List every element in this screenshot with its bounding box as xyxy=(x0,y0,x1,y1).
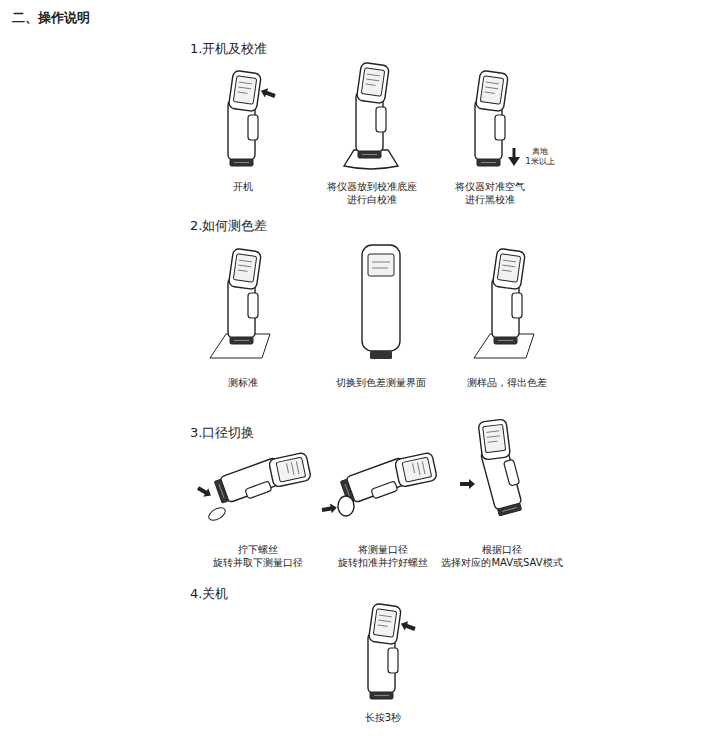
illustration-part xyxy=(214,447,315,511)
illustration-part xyxy=(362,245,400,351)
illustration-part xyxy=(259,86,277,101)
illustration-part xyxy=(196,484,214,500)
illustration-part xyxy=(399,619,417,634)
illustration-part xyxy=(340,447,441,511)
step-caption: 将测量口径 旋转扣准并拧好螺丝 xyxy=(327,543,439,569)
illustration-part xyxy=(228,70,261,166)
device-power-off xyxy=(368,603,417,699)
illustration-part xyxy=(370,351,392,359)
illustration-part xyxy=(340,447,441,511)
section-heading: 1.开机及校准 xyxy=(190,41,267,58)
step-caption: 将仪器对准空气 进行黑校准 xyxy=(449,180,531,206)
illustration-part xyxy=(214,447,315,511)
illustration-part xyxy=(473,415,530,516)
device-fit-aperture xyxy=(321,447,441,516)
device-select-mode xyxy=(460,415,530,516)
illustration-part xyxy=(338,496,354,516)
illustration-part xyxy=(368,603,401,699)
page-heading: 二、操作说明 xyxy=(12,10,90,27)
illustration-part xyxy=(207,505,228,523)
illustration-part xyxy=(372,262,390,263)
step-caption: 长按3秒 xyxy=(365,711,401,724)
section-heading: 4.关机 xyxy=(190,586,228,603)
illustration-part xyxy=(513,148,516,158)
device-measure-sample xyxy=(474,248,534,358)
device-white-calibration xyxy=(344,62,398,169)
step-caption: 拧下螺丝 旋转并取下测量口径 xyxy=(207,543,309,569)
step-caption: 切换到色差测量界面 xyxy=(336,376,426,389)
step-caption: 开机 xyxy=(233,180,253,193)
height-note: 离地 1米以上 xyxy=(522,147,558,168)
section-heading: 3.口径切换 xyxy=(190,425,254,442)
step-caption: 测样品，得出色差 xyxy=(467,376,547,389)
device-power-on xyxy=(228,70,277,166)
device-black-calibration xyxy=(475,70,520,166)
illustration-part xyxy=(356,62,389,158)
illustration-part xyxy=(475,70,508,166)
illustration-part xyxy=(492,248,525,344)
step-caption: 将仪器放到校准底座 进行白校准 xyxy=(322,180,422,206)
device-remove-aperture xyxy=(196,447,316,523)
illustration-part xyxy=(460,479,475,489)
device-measure-standard xyxy=(210,248,270,358)
section-heading: 2.如何测色差 xyxy=(190,218,267,235)
device-front-view xyxy=(362,245,400,359)
step-caption: 测标准 xyxy=(228,376,258,389)
step-caption: 根据口径 选择对应的MAV或SAV模式 xyxy=(438,543,566,569)
illustration-part xyxy=(508,157,520,166)
illustration-part xyxy=(321,502,338,514)
illustration-part xyxy=(228,248,261,344)
illustration-part xyxy=(368,254,394,276)
illustration-part xyxy=(473,415,530,516)
illustration-part xyxy=(372,268,388,269)
